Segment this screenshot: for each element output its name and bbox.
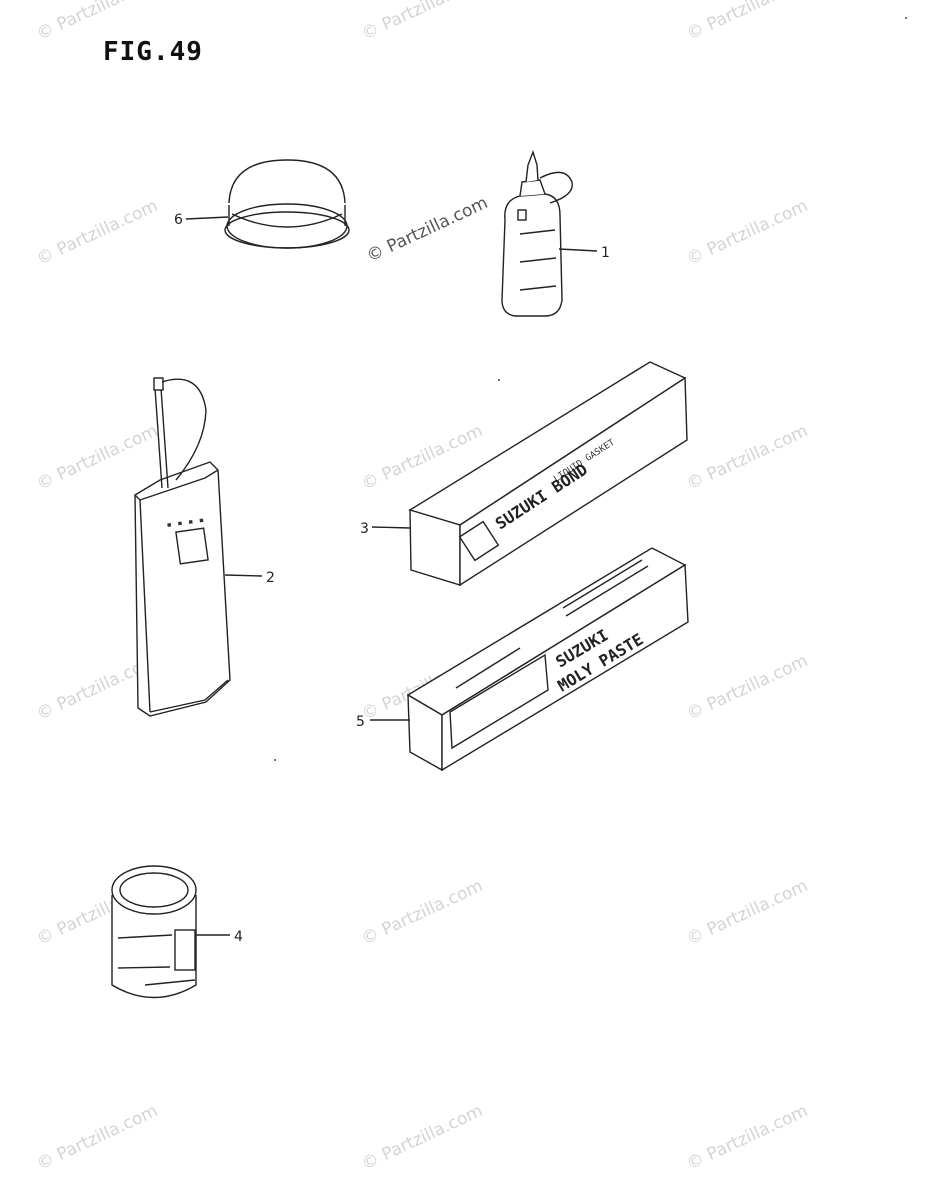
callout-5: 5: [356, 714, 410, 730]
scan-speck: [905, 17, 907, 19]
watermark: © Partzilla.com: [34, 196, 161, 270]
oil-bottle: [501, 149, 574, 317]
watermark: © Partzilla.com: [359, 876, 486, 950]
callout-1: 1: [558, 245, 610, 261]
figure-title: FIG.49: [103, 37, 203, 67]
scan-speck: [498, 379, 500, 381]
watermark: © Partzilla.com: [34, 1101, 161, 1175]
watermark: © Partzilla.com: [684, 876, 811, 950]
watermark: © Partzilla.com: [34, 421, 161, 495]
callout-3: 3: [360, 521, 411, 537]
callout-2: 2: [224, 570, 275, 586]
watermark: © Partzilla.com: [359, 0, 486, 45]
watermark: © Partzilla.com: [684, 196, 811, 270]
callout-number: 3: [360, 521, 369, 537]
callout-number: 4: [234, 929, 243, 945]
grease-container: [224, 159, 350, 249]
paint-tin: [111, 865, 197, 999]
callout-number: 1: [601, 245, 610, 261]
callout-number: 5: [356, 714, 365, 730]
oil-can-with-spout: ▪ ▪ ▪ ▪: [134, 377, 231, 717]
callout-4: 4: [196, 929, 243, 945]
callout-number: 2: [266, 570, 275, 586]
watermark: © Partzilla.com: [684, 651, 811, 725]
suzuki-bond-box: LIQUID GASKET SUZUKI BOND: [408, 361, 688, 587]
watermark: © Partzilla.com: [684, 421, 811, 495]
callout-number: 6: [174, 212, 183, 228]
watermark: © Partzilla.com: [684, 0, 811, 45]
watermark-emphasized: © Partzilla.com: [364, 193, 491, 267]
callout-6: 6: [174, 212, 229, 228]
watermark: © Partzilla.com: [684, 1101, 811, 1175]
scan-speck: [274, 759, 276, 761]
watermark: © Partzilla.com: [359, 1101, 486, 1175]
